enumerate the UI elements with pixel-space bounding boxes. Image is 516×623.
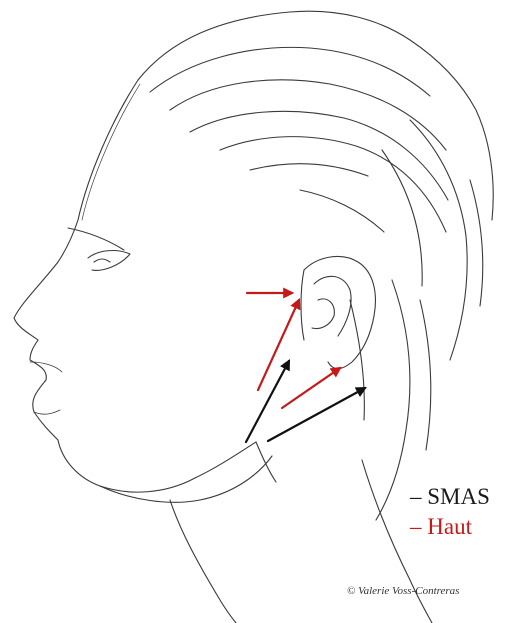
artist-credit: © Valerie Voss-Contreras xyxy=(347,585,459,597)
smas-arrow-lower xyxy=(268,388,365,441)
haut-arrow-lobule xyxy=(282,368,340,408)
smas-arrows xyxy=(246,361,365,442)
hair-outline xyxy=(138,11,493,220)
jaw-line xyxy=(100,456,272,502)
legend-haut-label: – Haut xyxy=(410,512,490,542)
eyebrow xyxy=(68,228,124,250)
legend-smas-label: – SMAS xyxy=(410,482,490,512)
haut-arrow-preauricular xyxy=(258,300,299,390)
haut-arrows xyxy=(247,293,340,408)
legend: – SMAS – Haut xyxy=(410,482,490,542)
ear-outline xyxy=(304,256,375,368)
face-profile-outline xyxy=(14,80,256,492)
neck-front xyxy=(170,500,236,623)
smas-arrow-upper xyxy=(246,361,289,442)
eye xyxy=(88,251,130,271)
